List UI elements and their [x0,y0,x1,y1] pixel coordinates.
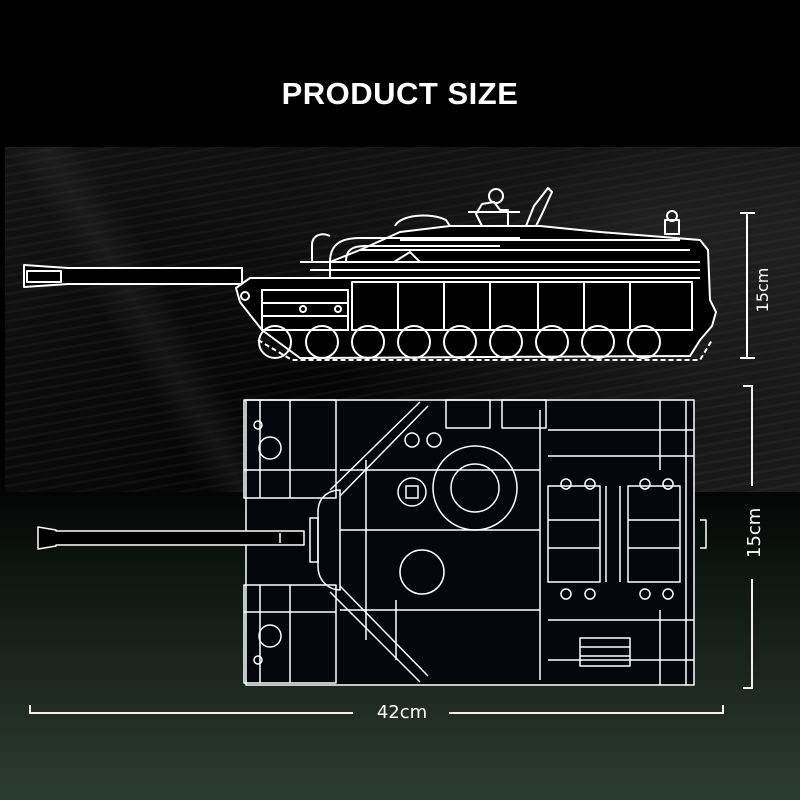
tank-top-view [37,399,707,686]
side-height-dimension [740,212,755,359]
tank-side-view [23,187,717,361]
overall-length-label: 42cm [376,702,428,723]
page-title: PRODUCT SIZE [281,76,519,111]
overall-length-dimension [29,705,724,714]
top-width-label: 15cm [744,507,765,558]
side-height-label: 15cm [753,267,772,313]
top-width-dimension [743,385,753,689]
